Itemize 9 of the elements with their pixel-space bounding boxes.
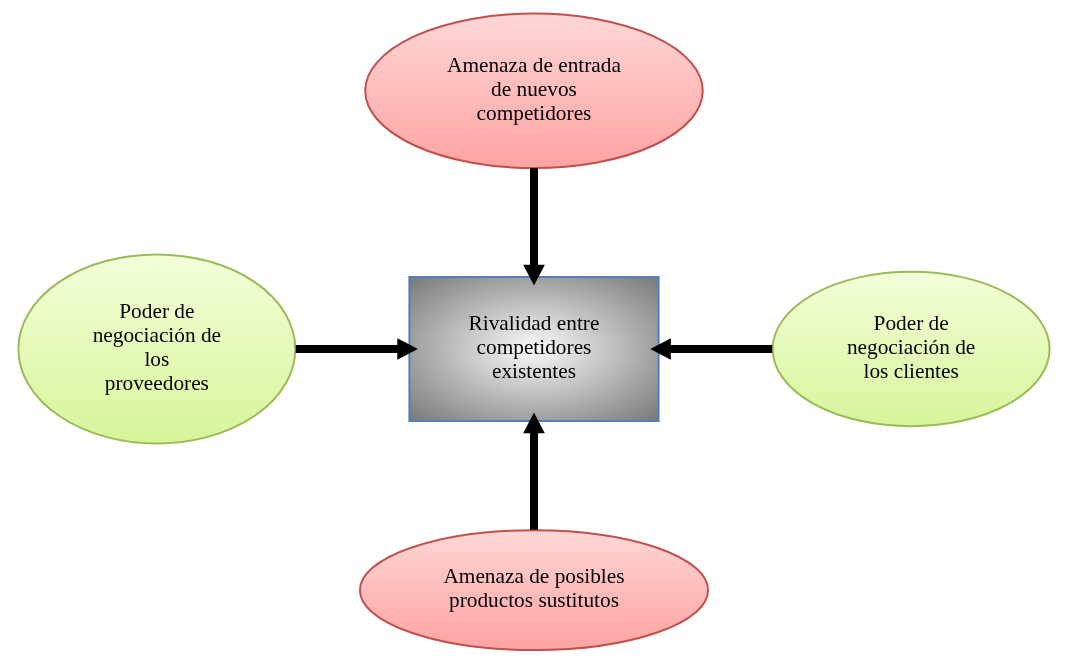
node-box: Rivalidad entre competidores existentes xyxy=(408,276,660,422)
node-ellipse: Amenaza de entrada de nuevos competidores xyxy=(364,12,704,170)
arrow xyxy=(650,338,773,360)
arrow xyxy=(523,168,545,286)
node-ellipse: Poder de negociación de los proveedores xyxy=(17,253,297,445)
arrow xyxy=(295,338,418,360)
node-ellipse: Poder de negociación de los clientes xyxy=(771,270,1051,428)
arrow xyxy=(523,412,545,530)
node-ellipse: Amenaza de posibles productos sustitutos xyxy=(358,529,710,652)
